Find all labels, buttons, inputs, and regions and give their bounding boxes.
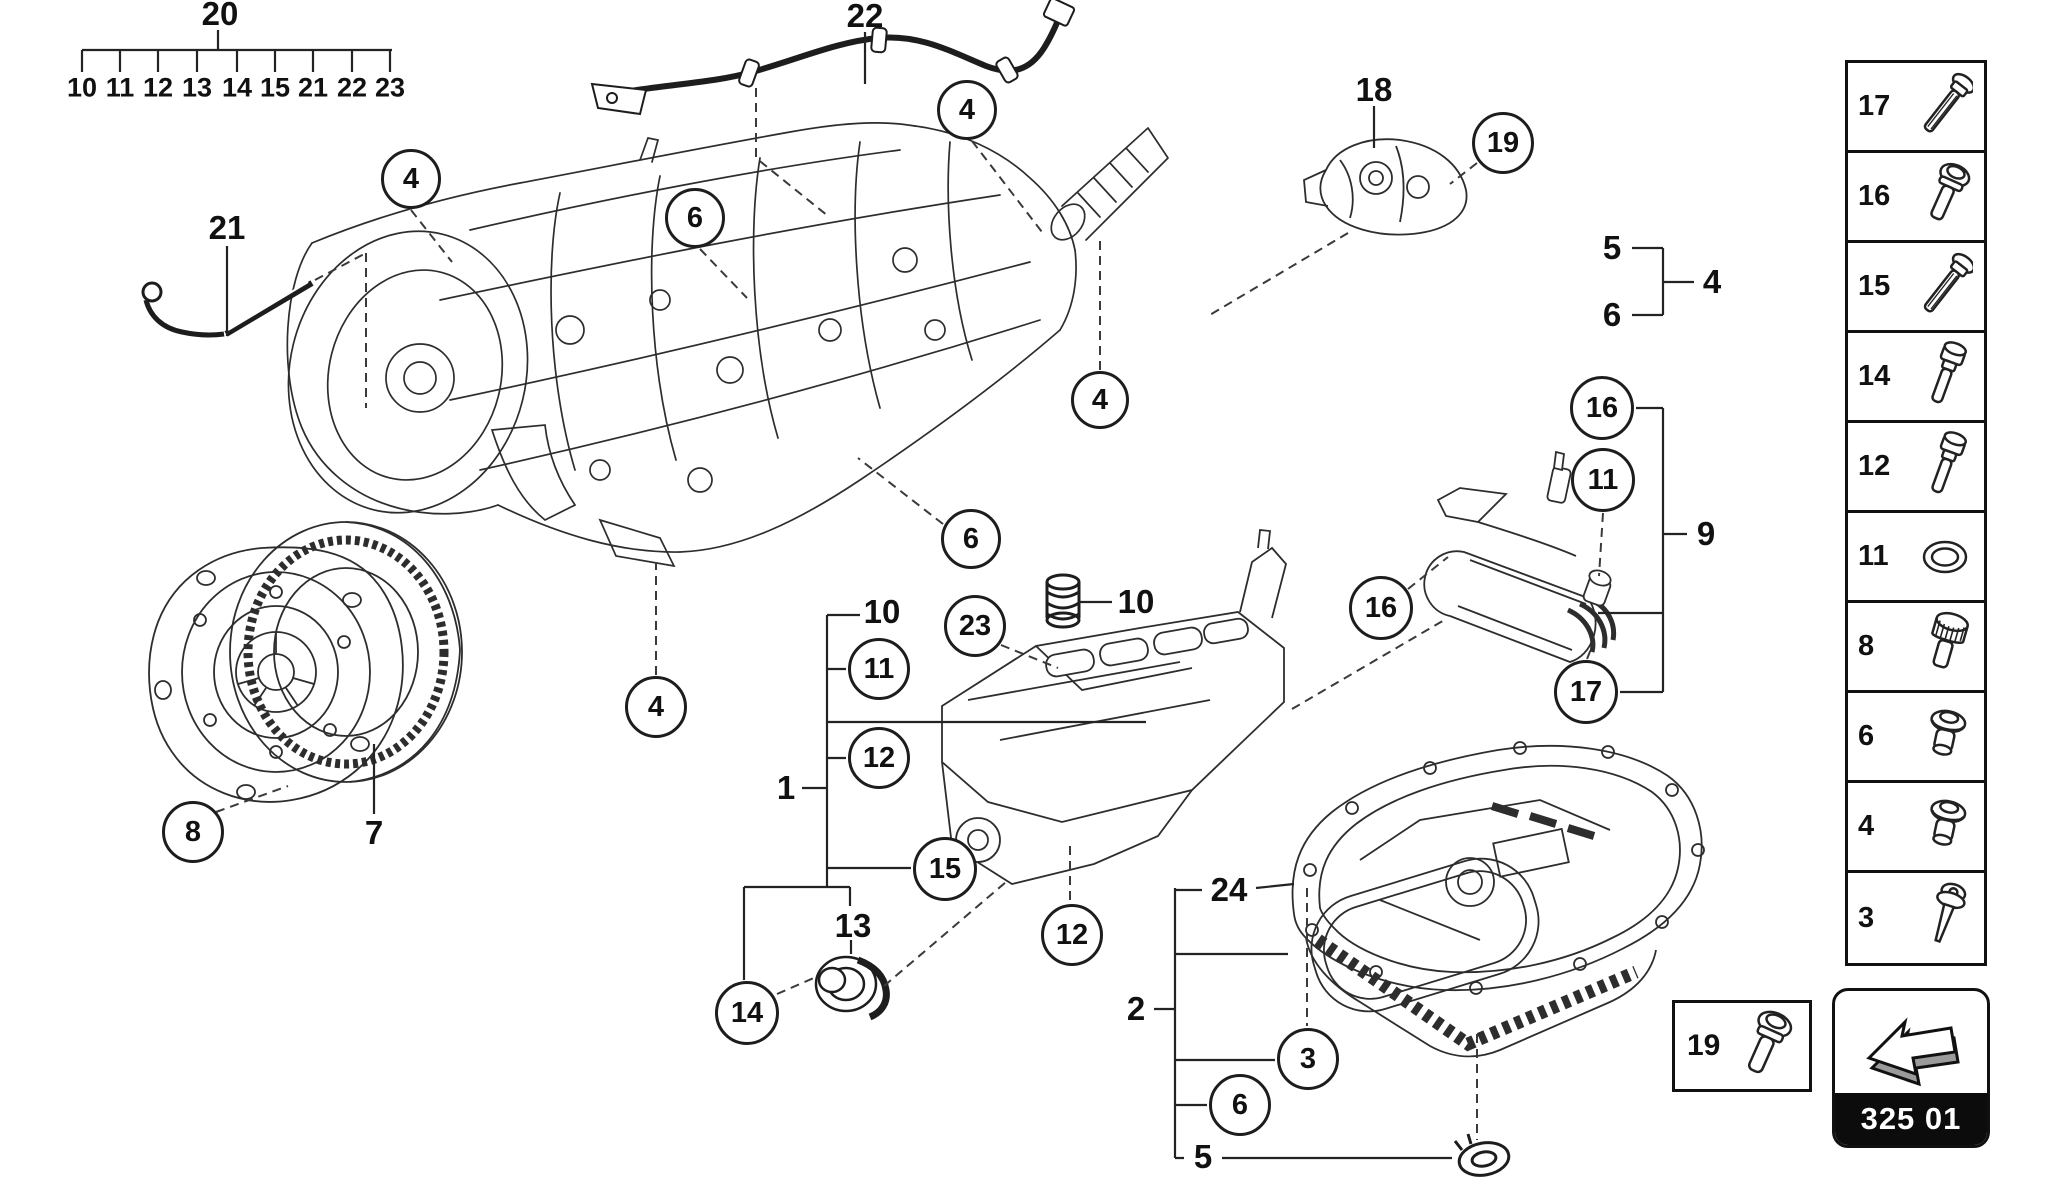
legend-row-6[interactable]: 6 [1848, 693, 1984, 783]
wiring-harness-drawing [590, 0, 1076, 116]
retaining-clip-drawing [1453, 1133, 1511, 1177]
callout-11-valvebody[interactable]: 11 [848, 638, 910, 700]
callout-4-lower-left[interactable]: 4 [625, 676, 687, 738]
fastener-19-box[interactable]: 19 [1672, 1000, 1812, 1092]
group-item-15[interactable]: 15 [259, 72, 291, 103]
legend-row-11[interactable]: 11 [1848, 513, 1984, 603]
label-18[interactable]: 18 [1355, 71, 1393, 108]
callout-6-middle[interactable]: 6 [941, 509, 1001, 569]
callout-6-pan[interactable]: 6 [1209, 1074, 1271, 1136]
leader-lines [80, 30, 1694, 1160]
callout-12-valvebody[interactable]: 12 [848, 727, 910, 789]
flange-screw-icon [1906, 157, 1984, 237]
section-nav-box[interactable]: 325 01 [1832, 988, 1990, 1148]
callout-23[interactable]: 23 [944, 595, 1006, 657]
legend-number: 14 [1858, 360, 1891, 392]
group-item-21[interactable]: 21 [297, 72, 329, 103]
label-6-bracket[interactable]: 6 [1602, 296, 1622, 333]
legend-number: 15 [1858, 270, 1891, 302]
label-10-spring[interactable]: 10 [1117, 583, 1155, 620]
callout-4-top[interactable]: 4 [937, 80, 997, 140]
valve-body-drawing [941, 529, 1287, 885]
flange-plug-icon [1906, 787, 1984, 867]
callout-19[interactable]: 19 [1472, 112, 1534, 174]
label-22[interactable]: 22 [846, 0, 884, 34]
group-item-13[interactable]: 13 [181, 72, 213, 103]
legend-number: 3 [1858, 901, 1875, 934]
group-item-14[interactable]: 14 [221, 72, 253, 103]
breather-tube-drawing [141, 280, 314, 338]
legend-row-12[interactable]: 12 [1848, 423, 1984, 513]
label-4-bracket[interactable]: 4 [1702, 263, 1722, 300]
label-1[interactable]: 1 [776, 769, 796, 806]
legend-number: 11 [1858, 540, 1889, 572]
label-5-bracket[interactable]: 5 [1602, 229, 1622, 266]
group-item-10[interactable]: 10 [66, 72, 98, 103]
callout-14[interactable]: 14 [715, 981, 779, 1045]
callout-16-left[interactable]: 16 [1349, 576, 1413, 640]
torx-screw-icon [1906, 878, 1984, 958]
legend-number: 6 [1858, 720, 1875, 752]
legend-row-8[interactable]: 8 [1848, 603, 1984, 693]
fastener-19-number: 19 [1687, 1029, 1721, 1062]
bushing-drawing [814, 955, 890, 1021]
callout-15[interactable]: 15 [913, 837, 977, 901]
legend-number: 12 [1858, 450, 1891, 482]
torque-converter-drawing [148, 521, 463, 803]
legend-row-14[interactable]: 14 [1848, 333, 1984, 423]
label-9[interactable]: 9 [1696, 515, 1716, 552]
flange-screw-icon [1720, 1004, 1809, 1088]
socket-screw-icon [1906, 427, 1984, 507]
callout-16-upper[interactable]: 16 [1570, 376, 1634, 440]
o-ring-icon [1906, 517, 1984, 597]
label-21[interactable]: 21 [208, 209, 246, 246]
label-2[interactable]: 2 [1126, 990, 1146, 1027]
callout-4-upper-left[interactable]: 4 [381, 149, 441, 209]
direction-arrow-icon [1835, 991, 1987, 1093]
callout-4-right[interactable]: 4 [1071, 371, 1129, 429]
label-5-clip[interactable]: 5 [1193, 1138, 1213, 1175]
legend-row-3[interactable]: 3 [1848, 873, 1984, 963]
group-item-12[interactable]: 12 [142, 72, 174, 103]
label-24[interactable]: 24 [1210, 871, 1248, 908]
group-item-23[interactable]: 23 [374, 72, 406, 103]
accumulator-drawing [1423, 450, 1617, 663]
socket-screw-icon [1906, 337, 1984, 417]
legend-row-15[interactable]: 15 [1848, 243, 1984, 333]
label-7[interactable]: 7 [364, 814, 384, 851]
legend-row-4[interactable]: 4 [1848, 783, 1984, 873]
knurled-plug-icon [1906, 607, 1984, 687]
long-bolt-icon [1906, 247, 1984, 327]
long-bolt-icon [1906, 67, 1984, 147]
oil-pan-drawing [1291, 741, 1705, 1058]
group-bracket-label: 20 [201, 0, 239, 32]
callout-11-accumulator[interactable]: 11 [1571, 448, 1635, 512]
group-item-22[interactable]: 22 [336, 72, 368, 103]
callout-17[interactable]: 17 [1554, 660, 1618, 724]
legend-number: 16 [1858, 180, 1891, 212]
flange-plug-icon [1906, 697, 1984, 777]
dashed-leader-lines [215, 88, 1604, 1140]
spring-drawing [1045, 573, 1081, 629]
legend-number: 17 [1858, 90, 1891, 122]
callout-8[interactable]: 8 [162, 801, 224, 863]
legend-number: 8 [1858, 630, 1875, 662]
label-10-bracket[interactable]: 10 [863, 593, 901, 630]
transmission-drawing [286, 122, 1169, 568]
callout-3[interactable]: 3 [1277, 1028, 1339, 1090]
group-item-11[interactable]: 11 [105, 72, 135, 103]
section-code: 325 01 [1835, 1093, 1987, 1145]
legend-number: 4 [1858, 810, 1875, 842]
callout-12-lower[interactable]: 12 [1041, 904, 1103, 966]
legend-row-16[interactable]: 16 [1848, 153, 1984, 243]
label-13[interactable]: 13 [834, 907, 872, 944]
callout-6-top[interactable]: 6 [665, 188, 725, 248]
fastener-legend: 17 16 15 14 12 [1845, 60, 1987, 966]
legend-row-17[interactable]: 17 [1848, 63, 1984, 153]
guard-cover-drawing [1303, 138, 1468, 236]
